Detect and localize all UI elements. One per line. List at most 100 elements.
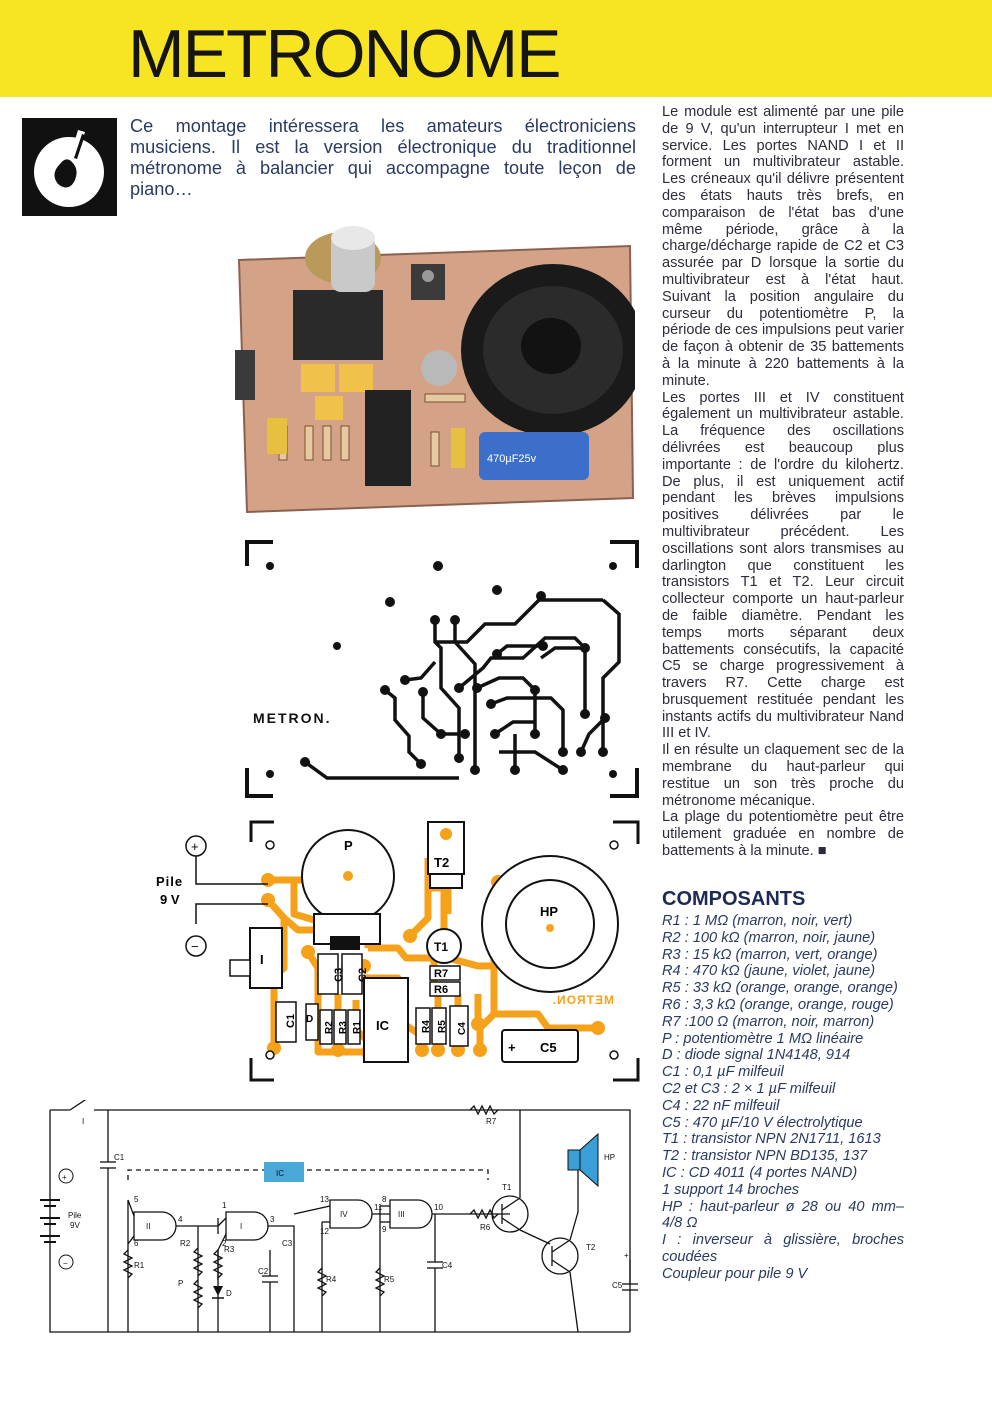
c1-label: C1 [285, 1014, 297, 1028]
component-item: Coupleur pour pile 9 V [662, 1265, 808, 1282]
knob [331, 234, 375, 292]
component-item: R2 : 100 kΩ (marron, noir, jaune) [662, 929, 876, 946]
speaker-icon [567, 1149, 581, 1171]
ic-label: IC [376, 1018, 390, 1033]
title-banner [0, 0, 992, 97]
d-label: D [306, 1014, 313, 1025]
gate-iii-label: III [398, 1210, 405, 1219]
t1-label: T1 [502, 1183, 512, 1192]
metronome-logo-icon [34, 130, 104, 207]
module-photo: 470µF25v [235, 226, 635, 514]
intro-text: Ce montage intéressera les amateurs élec… [130, 116, 636, 199]
transistor-t1 [421, 350, 457, 386]
pin-5: 5 [134, 1195, 139, 1204]
pin-13: 13 [320, 1195, 329, 1204]
plus-label: + [62, 1173, 67, 1182]
pin-8: 8 [382, 1195, 387, 1204]
c5-label: C5 [612, 1281, 623, 1290]
c4-label: C4 [442, 1261, 453, 1270]
r3-label: R3 [224, 1245, 235, 1254]
voltage-label: 9 V [160, 892, 180, 907]
d-label: D [226, 1289, 232, 1298]
pin-10: 10 [434, 1203, 443, 1212]
t1-label: T1 [434, 940, 448, 954]
pin-4: 4 [178, 1215, 183, 1224]
capacitor-c1 [315, 396, 343, 420]
minus-label: − [63, 1259, 68, 1268]
r4-label: R4 [421, 1020, 432, 1033]
capacitor-label: 470µF25v [487, 453, 537, 465]
pin-3: 3 [270, 1215, 275, 1224]
c5-plus: + [624, 1251, 629, 1260]
pile-label: Pile [68, 1211, 82, 1220]
r5-label: R5 [384, 1275, 395, 1284]
capacitor-c4 [267, 418, 287, 454]
r6-label: R6 [434, 984, 448, 996]
r1-label: R1 [352, 1021, 363, 1034]
ic-label: IC [276, 1169, 284, 1178]
minus-label: − [191, 939, 199, 954]
component-item: C4 : 22 nF milfeuil [662, 1097, 780, 1114]
page-title: METRONOME [128, 16, 562, 92]
switch-icon [249, 927, 283, 989]
c3-label: C3 [282, 1239, 293, 1248]
pin-6: 6 [134, 1239, 139, 1248]
component-item: P : potentiomètre 1 MΩ linéaire [662, 1030, 864, 1047]
capacitor-c3 [339, 364, 373, 392]
pin-1: 1 [222, 1201, 227, 1210]
r7-label: R7 [486, 1117, 497, 1126]
component-item: C5 : 470 µF/10 V électrolytique [662, 1114, 863, 1131]
switch-icon [235, 350, 255, 400]
hp-label: HP [604, 1153, 615, 1162]
components-heading: COMPOSANTS [662, 888, 806, 910]
pot-label: P [344, 838, 353, 853]
body-text: Le module est alimenté par une pile de 9… [662, 104, 904, 860]
gate-i-label: I [240, 1222, 242, 1231]
component-item: R6 : 3,3 kΩ (orange, orange, rouge) [662, 996, 894, 1013]
component-item: I : inverseur à glissière, broches coudé… [662, 1232, 904, 1265]
r3-label: R3 [338, 1021, 349, 1034]
switch-label: I [82, 1117, 84, 1126]
r2-label: R2 [324, 1021, 335, 1034]
r1-label: R1 [134, 1261, 145, 1270]
c5-icon [501, 1029, 579, 1063]
resistor [424, 393, 466, 403]
gate-iv-label: IV [340, 1210, 348, 1219]
component-item: IC : CD 4011 (4 portes NAND) [662, 1164, 858, 1181]
component-item: HP : haut-parleur ø 28 ou 40 mm– 4/8 Ω [662, 1198, 904, 1232]
component-item: T1 : transistor NPN 2N1711, 1613 [662, 1131, 881, 1148]
c5-plus: + [508, 1040, 516, 1055]
body-paragraph: La plage du potentiomètre peut être util… [662, 809, 904, 860]
component-item: C1 : 0,1 µF milfeuil [662, 1064, 784, 1081]
body-paragraph: Les portes III et IV constituent égaleme… [662, 389, 904, 742]
capacitor-c5 [451, 428, 465, 468]
r7-label: R7 [434, 968, 448, 980]
resistor [340, 425, 350, 461]
c2-label: C2 [258, 1267, 269, 1276]
ic-chip [365, 390, 411, 486]
component-layout: P T2 HP T1 R7 R6 C3 C2 C1 D R2 R3 R1 IC … [156, 820, 640, 1082]
capacitor-c2 [301, 364, 335, 392]
ic-tag [264, 1162, 304, 1182]
plus-label: + [191, 839, 199, 854]
p-label: P [178, 1279, 183, 1288]
components-list: R1 : 1 MΩ (marron, noir, vert) R2 : 100 … [662, 913, 904, 1283]
minus-terminal-icon [58, 1254, 74, 1270]
component-item: R5 : 33 kΩ (orange, orange, orange) [662, 980, 898, 997]
pin-2: 2 [222, 1239, 227, 1248]
resistor [322, 425, 332, 461]
heatsink [293, 290, 383, 360]
minus-terminal-icon [185, 935, 207, 957]
component-item: D : diode signal 1N4148, 914 [662, 1047, 851, 1064]
c1-label: C1 [114, 1153, 125, 1162]
r5-label: R5 [437, 1020, 448, 1033]
component-item: R4 : 470 kΩ (jaune, violet, jaune) [662, 963, 876, 980]
component-item: T2 : transistor NPN BD135, 137 [662, 1148, 868, 1165]
electrolytic-capacitor [479, 432, 589, 480]
metronome-logo [22, 118, 117, 216]
component-item: R1 : 1 MΩ (marron, noir, vert) [662, 913, 853, 929]
plus-terminal-icon [58, 1168, 74, 1184]
gate-ii-label: II [146, 1222, 150, 1231]
t2-label: T2 [434, 855, 449, 870]
body-paragraph: Le module est alimenté par une pile de 9… [662, 104, 904, 389]
